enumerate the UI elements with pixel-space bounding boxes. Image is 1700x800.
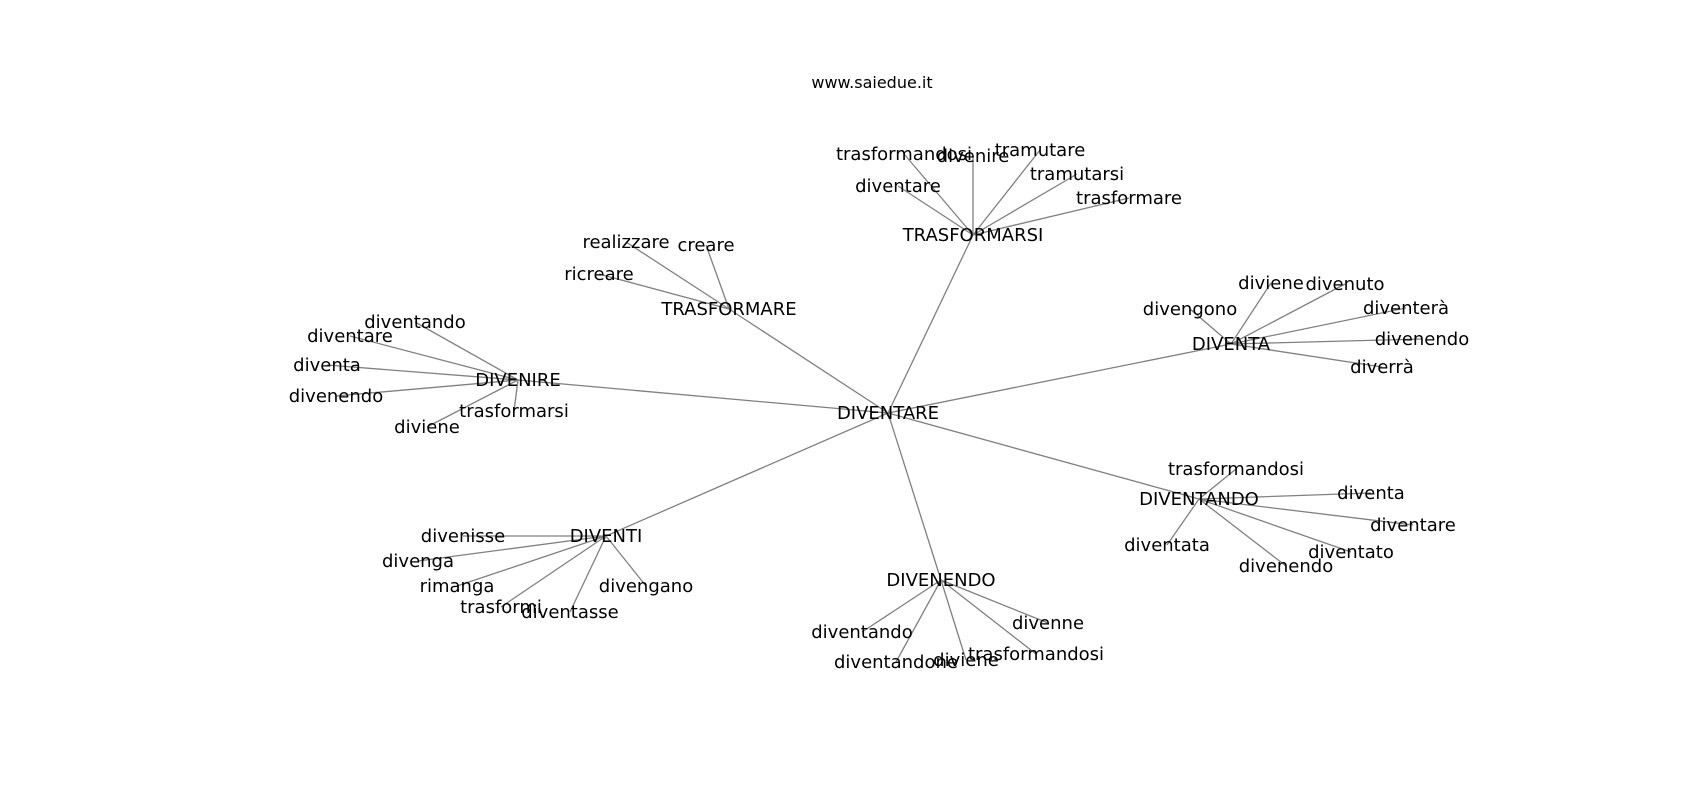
hub-node-trasformarsi: TRASFORMARSI (902, 225, 1044, 246)
leaf-node-tramutarsi: tramutarsi (1030, 164, 1124, 185)
edge-diventa-diverra (1230, 343, 1383, 368)
leaf-node-trasformandosi: trasformandosi (968, 644, 1104, 665)
leaf-node-diventando: diventando (364, 312, 466, 333)
leaf-node-divenendo: divenendo (289, 386, 383, 407)
edge-divenendo-diviene (940, 579, 967, 661)
edge-diventa-diviene (1230, 282, 1272, 345)
edge-trasformare-creare (705, 244, 730, 310)
leaf-node-diverra: diverrà (1350, 357, 1414, 378)
graph-labels: DIVENTARETRASFORMARSItrasformandosidiven… (289, 140, 1469, 673)
leaf-node-ricreare: ricreare (564, 264, 634, 285)
edge-trasformarsi-tramutarsi (972, 173, 1078, 236)
edge-center-diventi (605, 412, 889, 537)
edge-diventa-divenuto (1230, 283, 1346, 345)
hub-node-divenire: DIVENIRE (475, 370, 561, 391)
edge-trasformare-realizzare (625, 241, 730, 310)
edge-center-trasformare (728, 308, 889, 414)
center-node-label: DIVENTARE (837, 403, 939, 424)
edge-diventa-divenendo (1230, 338, 1423, 345)
edge-center-trasformarsi (887, 234, 974, 414)
leaf-node-diventare: diventare (307, 326, 393, 347)
leaf-node-divenisse: divenisse (421, 526, 505, 547)
edge-center-diventando (887, 412, 1200, 500)
edge-diventando-diventare (1198, 498, 1414, 526)
edge-diventi-rimanga (456, 535, 607, 587)
leaf-node-diventa: diventa (293, 355, 361, 376)
leaf-node-diventando: diventando (811, 622, 913, 643)
edge-trasformare-ricreare (598, 273, 730, 310)
leaf-node-trasformi: trasformi (460, 597, 542, 618)
leaf-node-trasformandosi: trasformandosi (836, 144, 972, 165)
leaf-node-divenire: divenire (937, 146, 1010, 167)
edge-divenire-trasformarsi (513, 379, 519, 412)
edge-diventando-trasformandosi (1198, 468, 1237, 500)
hub-node-diventa: DIVENTA (1192, 334, 1271, 355)
edge-diventando-divenendo (1198, 498, 1287, 567)
edge-diventi-divengano (605, 535, 647, 587)
edge-divenendo-diventandone (895, 579, 942, 663)
leaf-node-diventata: diventata (1124, 535, 1210, 556)
edge-trasformarsi-diventare (897, 185, 974, 236)
edge-divenendo-diventando (861, 579, 942, 633)
edge-divenire-diventare (349, 335, 519, 381)
hub-node-diventando: DIVENTANDO (1139, 489, 1259, 510)
edge-divenire-diventando (414, 321, 519, 381)
leaf-node-trasformarsi: trasformarsi (459, 401, 569, 422)
edge-trasformarsi-trasformandosi (903, 153, 974, 236)
leaf-node-trasformandosi: trasformandosi (1168, 459, 1304, 480)
leaf-node-diviene: diviene (394, 417, 460, 438)
edge-center-divenire (517, 379, 889, 414)
edge-divenire-diviene (426, 379, 519, 428)
edge-diventando-diventa (1198, 492, 1372, 500)
site-label: www.saiedue.it (811, 73, 932, 92)
leaf-node-divenne: divenne (1012, 613, 1084, 634)
leaf-node-rimanga: rimanga (420, 576, 495, 597)
leaf-node-diventato: diventato (1308, 542, 1394, 563)
edge-trasformarsi-trasformare (972, 197, 1130, 236)
leaf-node-diventasse: diventasse (521, 602, 618, 623)
edge-divenire-diventa (326, 364, 519, 381)
hub-node-trasformare: TRASFORMARE (660, 299, 796, 320)
leaf-node-divengono: divengono (1143, 299, 1237, 320)
leaf-node-divenuto: divenuto (1305, 274, 1384, 295)
leaf-node-divengano: divengano (599, 576, 693, 597)
leaf-node-diventera: diventerà (1363, 298, 1449, 319)
leaf-node-diventa: diventa (1337, 483, 1405, 504)
leaf-node-diviene: diviene (933, 650, 999, 671)
leaf-node-diventare: diventare (1370, 515, 1456, 536)
edge-divenire-divenendo (335, 379, 519, 397)
leaf-node-divenga: divenga (382, 551, 454, 572)
edge-diventa-diventera (1230, 307, 1407, 345)
hub-node-diventi: DIVENTI (570, 526, 643, 547)
leaf-node-diventandone: diventandone (834, 652, 958, 673)
leaf-node-trasformare: trasformare (1076, 188, 1182, 209)
edge-diventi-trasformi (500, 535, 607, 608)
edge-center-divenendo (887, 412, 942, 581)
edge-center-diventa (887, 343, 1232, 414)
edge-diventi-divenga (417, 535, 607, 562)
edge-diventando-diventato (1198, 498, 1352, 553)
leaf-node-divenendo: divenendo (1239, 556, 1333, 577)
edge-diventi-diventasse (569, 535, 607, 613)
leaf-node-diventare: diventare (855, 176, 941, 197)
graph-edges (326, 149, 1423, 663)
edge-divenendo-trasformandosi (940, 579, 1037, 655)
leaf-node-tramutare: tramutare (995, 140, 1086, 161)
leaf-node-creare: creare (677, 235, 734, 256)
leaf-node-divenendo: divenendo (1375, 329, 1469, 350)
leaf-node-realizzare: realizzare (582, 232, 669, 253)
edge-divenendo-divenne (940, 579, 1049, 624)
edge-trasformarsi-tramutare (972, 149, 1041, 236)
edge-diventando-diventata (1166, 498, 1200, 546)
hub-node-divenendo: DIVENENDO (886, 570, 995, 591)
leaf-node-diviene: diviene (1238, 273, 1304, 294)
edge-diventa-divengono (1189, 308, 1232, 345)
